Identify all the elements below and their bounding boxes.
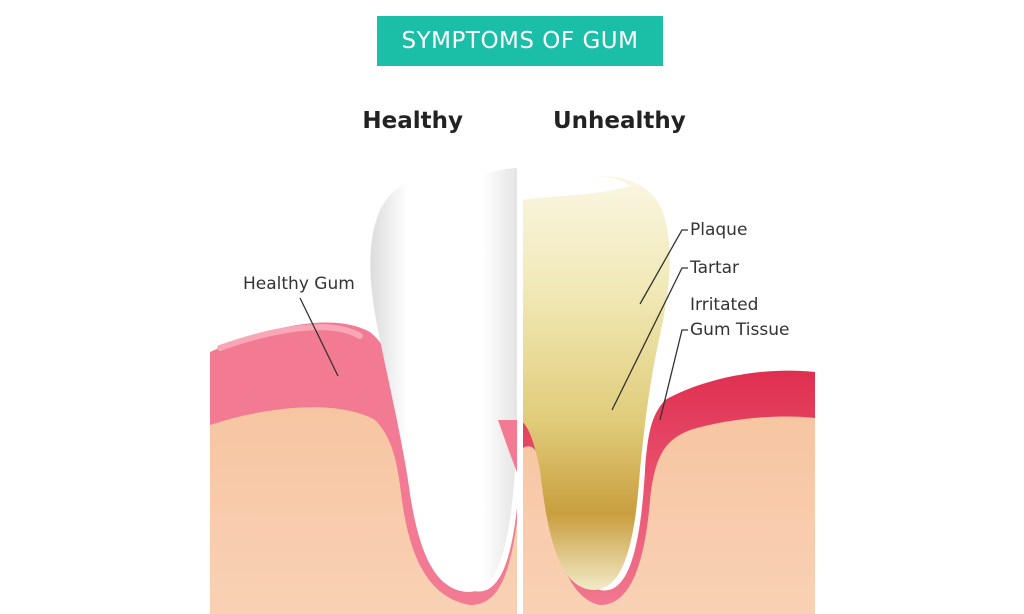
- unhealthy-label: Unhealthy: [553, 108, 686, 134]
- leader-healthy-gum: [299, 297, 339, 377]
- title-banner: SYMPTOMS OF GUM: [377, 16, 663, 66]
- callout-irritated-line1: Irritated: [690, 295, 759, 315]
- healthy-label: Healthy: [362, 108, 463, 134]
- page-title: SYMPTOMS OF GUM: [401, 28, 639, 54]
- healthy-inner-gum: [498, 420, 520, 480]
- healthy-tooth-shape: [370, 168, 520, 592]
- gum-highlight: [217, 324, 363, 351]
- callout-irritated-line2: Gum Tissue: [690, 320, 790, 340]
- unhealthy-side: [520, 168, 815, 614]
- healthy-bone-shape: [210, 407, 520, 614]
- leader-plaque: [639, 229, 688, 305]
- leader-irritated: [659, 329, 688, 421]
- crown-enamel: [520, 168, 630, 200]
- callout-healthy-gum: Healthy Gum: [243, 274, 355, 294]
- leader-tartar: [611, 267, 688, 411]
- callout-plaque: Plaque: [690, 220, 748, 240]
- unhealthy-tooth-shape: [520, 168, 670, 590]
- callout-tartar: Tartar: [690, 258, 740, 278]
- unhealthy-bone-shape: [520, 416, 815, 614]
- healthy-side: [210, 168, 520, 614]
